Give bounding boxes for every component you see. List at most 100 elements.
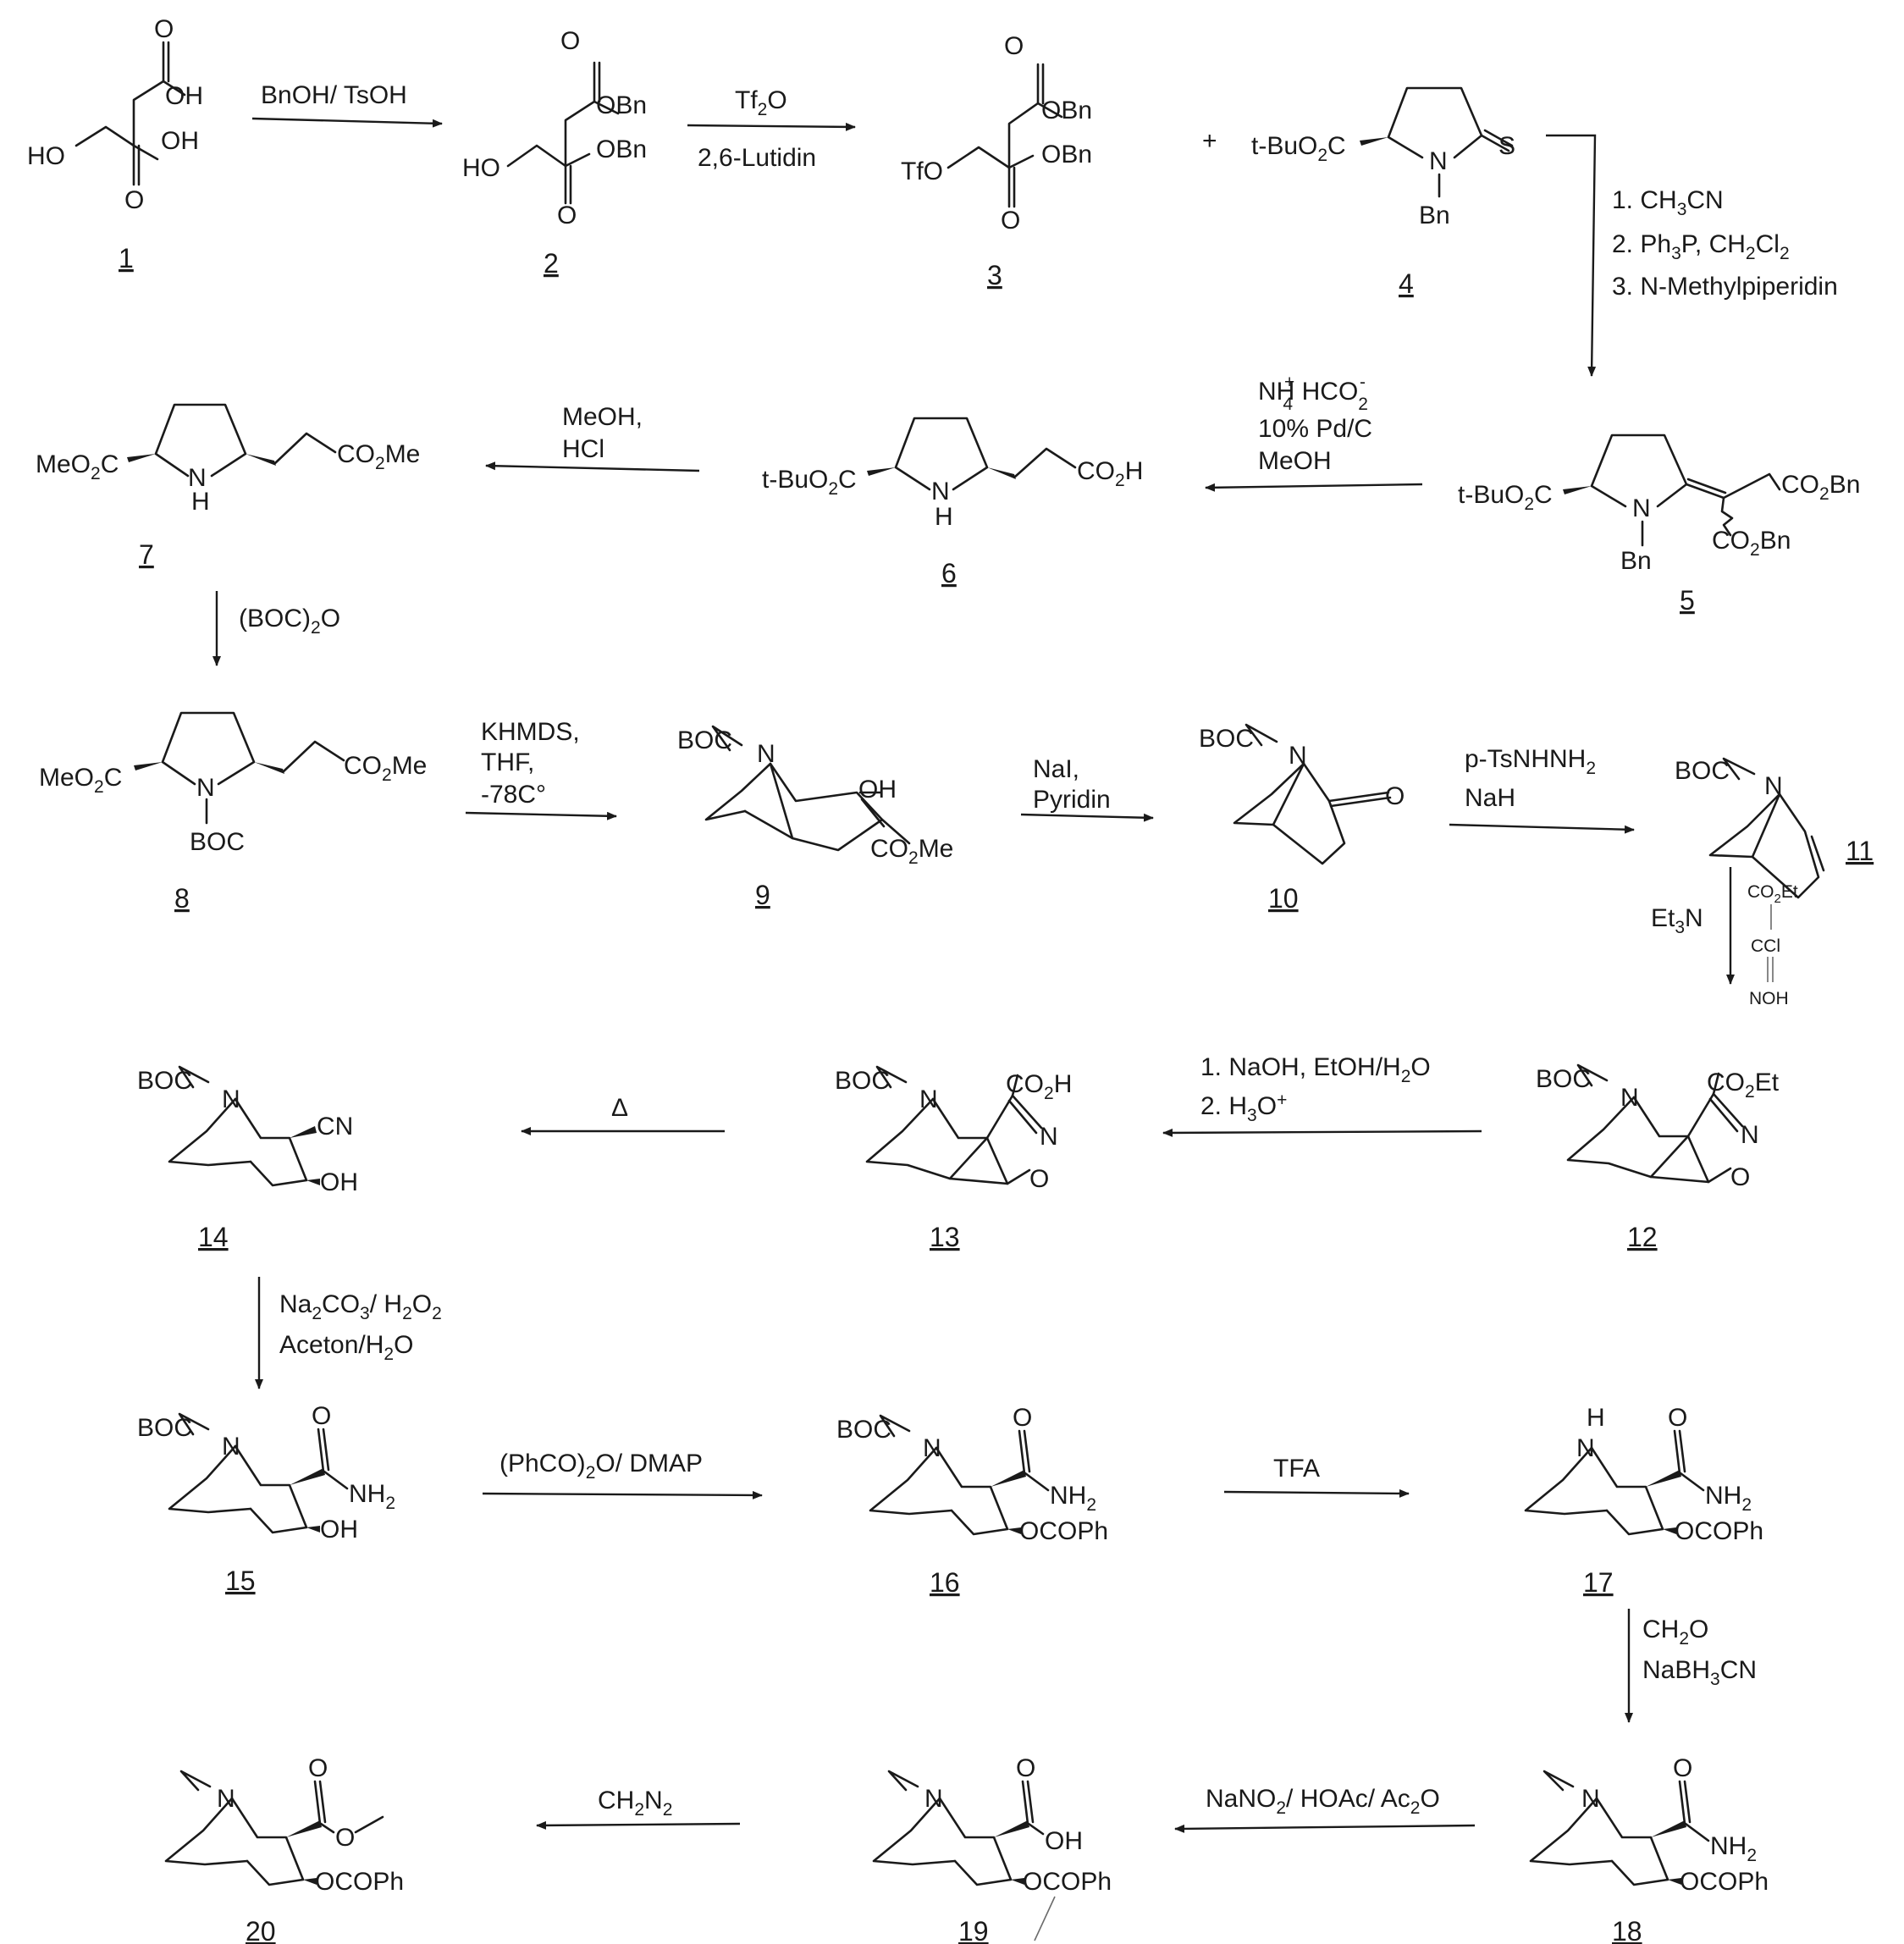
reagent-label: (PhCO)2O/ DMAP xyxy=(499,1450,703,1483)
atom-Bn: Bn xyxy=(1620,547,1652,575)
atom-O: O xyxy=(1013,1404,1032,1432)
reagent-label: CH2N2 xyxy=(598,1787,672,1820)
atom-t-BuO2C: t-BuO2C xyxy=(1458,481,1553,514)
atom-BOC: BOC xyxy=(1199,725,1254,753)
atom-O: O xyxy=(335,1824,355,1852)
reaction-16-17: TFA xyxy=(1223,1455,1410,1498)
compound-number: 8 xyxy=(174,883,190,914)
atom-OCOPh: OCOPh xyxy=(1675,1517,1763,1545)
compound-10: BOC N O 10 xyxy=(1199,723,1405,914)
stereo-wedge xyxy=(1651,1820,1686,1837)
atom-BOC: BOC xyxy=(190,828,245,856)
atom-OBn: OBn xyxy=(596,91,647,119)
reagent-label: 3. N-Methylpiperidin xyxy=(1612,273,1838,301)
compound-19: N O OH OCOPh 19 xyxy=(872,1754,1112,1944)
atom-N: N xyxy=(923,1434,941,1462)
stereo-wedge xyxy=(1007,1527,1021,1534)
atom-t-BuO2C: t-BuO2C xyxy=(762,466,857,499)
atom-CO2H: CO2H xyxy=(1077,457,1143,490)
atom-N: N xyxy=(1620,1084,1639,1112)
stereo-wedge xyxy=(994,1820,1029,1837)
compound-number: 13 xyxy=(930,1222,960,1252)
atom-CO2Me: CO2Me xyxy=(344,752,427,785)
compound-15: BOC N O NH2 OH 15 xyxy=(137,1402,395,1596)
stereo-wedge xyxy=(987,467,1016,479)
reaction-arrow xyxy=(1546,134,1597,377)
compound-number: 1 xyxy=(119,243,134,273)
compound-number: 18 xyxy=(1612,1916,1642,1944)
compound-number: 11 xyxy=(1846,836,1874,866)
stereo-wedge xyxy=(290,1468,325,1485)
reaction-2-3: Tf2O 2,6-Lutidin xyxy=(687,86,856,172)
reaction-8-9: KHMDS, THF, -78C° xyxy=(465,718,617,820)
atom-OCOPh: OCOPh xyxy=(1680,1868,1769,1896)
reaction-arrow xyxy=(1020,813,1154,822)
atom-BOC: BOC xyxy=(137,1414,192,1442)
reaction-arrow xyxy=(687,122,856,131)
stereo-wedge xyxy=(867,467,896,476)
atom-N: N xyxy=(188,464,207,492)
stereo-wedge xyxy=(1646,1470,1681,1487)
atom-OH: OH xyxy=(165,82,203,110)
compound-7: MeO2C N H CO2Me 7 xyxy=(36,403,420,570)
reagent-label: 2. H3O+ xyxy=(1200,1091,1287,1125)
stereo-wedge xyxy=(306,1526,320,1533)
atom-S: S xyxy=(1498,132,1515,160)
stereo-wedge xyxy=(1668,1878,1681,1885)
compound-number: 4 xyxy=(1399,268,1414,299)
reagent-label: 1. NaOH, EtOH/H2O xyxy=(1200,1053,1431,1086)
atom-N: N xyxy=(931,478,950,505)
reagent-label: Aceton/H2O xyxy=(279,1331,413,1364)
compound-number: 3 xyxy=(987,260,1002,290)
reagent-label: NH4+ HCO2- xyxy=(1258,373,1368,414)
stereo-wedge xyxy=(254,762,284,774)
reagent-label: 2,6-Lutidin xyxy=(698,144,816,172)
atom-Bn: Bn xyxy=(1419,202,1450,229)
reagent-label: CO2Et xyxy=(1747,882,1798,906)
reaction-13-14: Δ xyxy=(521,1094,725,1135)
reaction-15-16: (PhCO)2O/ DMAP xyxy=(482,1450,763,1499)
atom-N: N xyxy=(1040,1123,1058,1151)
compound-18: N O NH2 OCOPh 18 xyxy=(1529,1754,1769,1944)
compound-number: 15 xyxy=(225,1566,256,1596)
atom-O: O xyxy=(1668,1404,1687,1432)
reagent-label: Tf2O xyxy=(735,86,787,119)
reaction-arrow xyxy=(465,811,617,820)
atom-N: N xyxy=(217,1785,235,1813)
atom-NH2: NH2 xyxy=(1705,1482,1752,1515)
reaction-arrow xyxy=(1205,483,1423,492)
atom-H: H xyxy=(935,503,953,531)
compound-2: O OBn HO OBn O 2 xyxy=(462,27,647,279)
reaction-9-10: NaI, Pyridin xyxy=(1020,755,1154,822)
atom-OH: OH xyxy=(1045,1827,1083,1855)
reaction-arrow xyxy=(536,1820,741,1830)
reaction-7-8: (BOC)2O xyxy=(212,591,340,666)
stereo-wedge xyxy=(127,454,156,462)
compound-14: BOC N CN OH 14 xyxy=(137,1065,358,1252)
reaction-arrow xyxy=(1174,1824,1476,1833)
reaction-10-11: p-TsNHNH2 NaH xyxy=(1449,745,1635,834)
atom-HO: HO xyxy=(27,142,65,170)
compound-8: MeO2C N BOC CO2Me 8 xyxy=(39,711,427,914)
atom-N: N xyxy=(222,1433,240,1461)
reaction-arrow xyxy=(482,1490,763,1499)
stereo-wedge xyxy=(134,762,163,770)
reaction-arrow xyxy=(251,117,443,128)
stereo-wedge xyxy=(246,454,276,466)
atom-OH: OH xyxy=(161,127,199,155)
atom-OCOPh: OCOPh xyxy=(1019,1517,1108,1545)
atom-O: O xyxy=(154,15,174,43)
reagent-label: NaBH3CN xyxy=(1642,1656,1757,1689)
atom-MeO2C: MeO2C xyxy=(39,764,122,797)
compound-13: BOC N CO2H N O 13 xyxy=(835,1065,1072,1252)
compound-1: O OH OH HO O 1 xyxy=(27,15,203,273)
reagent-label: MeOH xyxy=(1258,447,1332,475)
compound-number: 19 xyxy=(958,1916,989,1944)
reagent-label: 10% Pd/C xyxy=(1258,415,1372,443)
reaction-4-5: 1. CH3CN 2. Ph3P, CH2Cl2 3. N-Methylpipe… xyxy=(1546,134,1838,377)
compound-number: 20 xyxy=(246,1916,276,1944)
atom-OBn: OBn xyxy=(1041,97,1092,124)
atom-CO2Bn: CO2Bn xyxy=(1781,471,1860,504)
atom-O: O xyxy=(1029,1165,1049,1193)
atom-O: O xyxy=(1004,32,1024,60)
